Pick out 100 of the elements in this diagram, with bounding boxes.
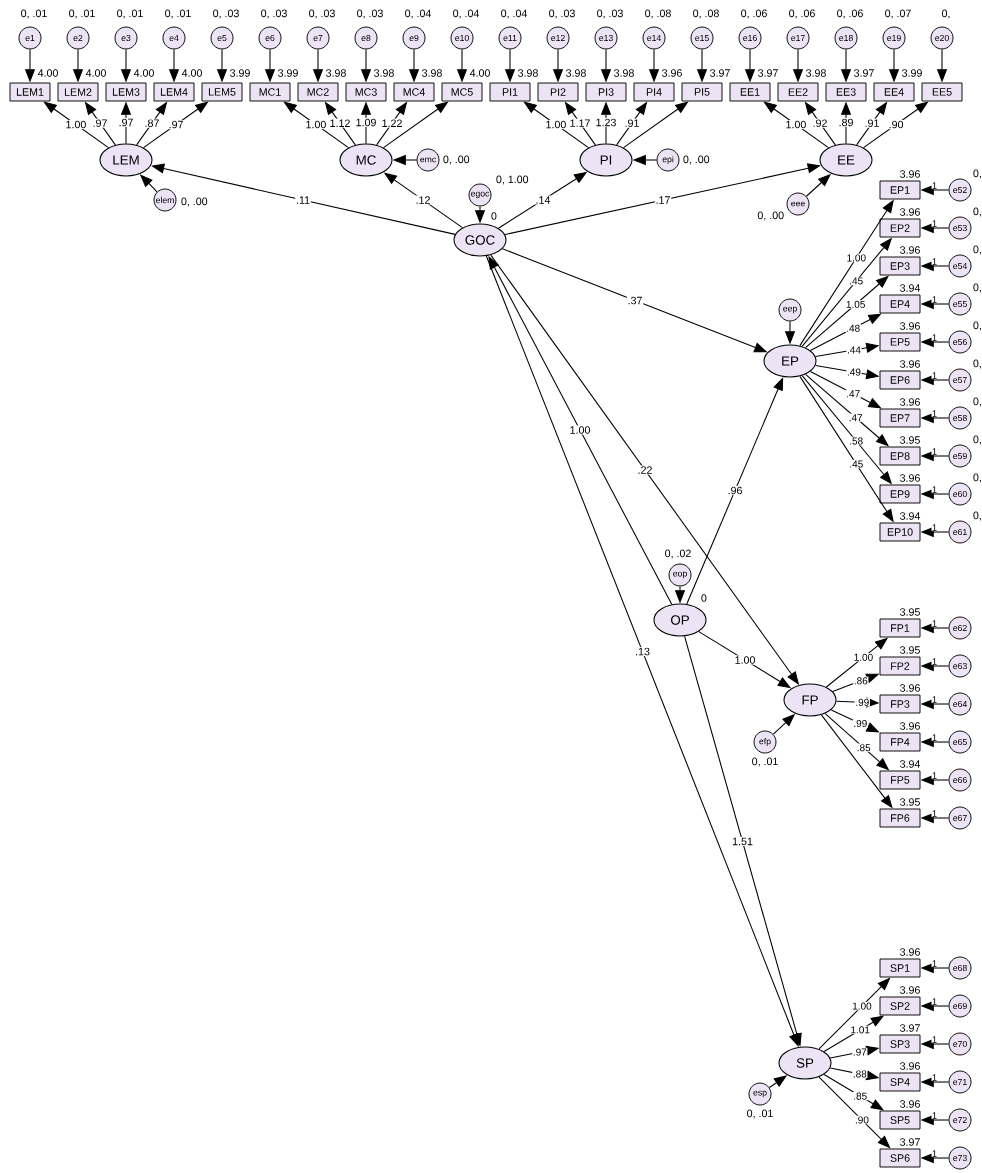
edge-label: .87 bbox=[145, 119, 159, 127]
estimate-label: 0, .03 bbox=[261, 9, 287, 19]
indicator-box: FP4 bbox=[879, 732, 921, 752]
estimate-label: 0, bbox=[973, 359, 981, 369]
indicator-box: EE1 bbox=[729, 82, 771, 102]
indicator-box: EP7 bbox=[879, 408, 921, 428]
estimate-label: 3.96 bbox=[900, 1100, 920, 1108]
estimate-label: 3.98 bbox=[422, 69, 442, 77]
estimate-label: 4.00 bbox=[181, 69, 202, 77]
estimate-label: 3.96 bbox=[900, 474, 920, 482]
edge-label: .91 bbox=[865, 119, 879, 127]
estimate-label: 3.95 bbox=[900, 798, 920, 806]
estimate-label: 0, .03 bbox=[357, 9, 383, 19]
edge-label: 1.05 bbox=[846, 300, 865, 308]
indicator-box: MC5 bbox=[441, 82, 483, 102]
indicator-box: LEM2 bbox=[57, 82, 99, 102]
indicator-box: EP1 bbox=[879, 180, 921, 200]
edge-label: 1 bbox=[932, 448, 937, 455]
estimate-label: 3.98 bbox=[326, 69, 346, 77]
edge-label: .47 bbox=[847, 390, 860, 398]
estimate-label: 0, .08 bbox=[693, 9, 719, 19]
estimate-label: 3.97 bbox=[900, 1024, 920, 1032]
edge-label: 1.00 bbox=[66, 120, 86, 129]
estimate-label: 0, .06 bbox=[789, 9, 815, 19]
estimate-label: 0, .01 bbox=[117, 9, 143, 19]
edge-label: .44 bbox=[847, 346, 861, 354]
edge-label: 1 bbox=[932, 696, 937, 703]
edge-label: 1.00 bbox=[786, 120, 806, 129]
indicator-box: FP5 bbox=[879, 770, 921, 790]
indicator-box: LEM5 bbox=[201, 82, 243, 102]
edge-label: .45 bbox=[850, 277, 863, 285]
estimate-label: 0, .00 bbox=[683, 155, 710, 165]
estimate-label: 3.96 bbox=[662, 69, 682, 77]
indicator-box: FP2 bbox=[879, 656, 921, 676]
edge-label: 1 bbox=[932, 1112, 937, 1119]
estimate-label: 0, .03 bbox=[549, 9, 575, 19]
estimate-label: 0, bbox=[973, 207, 981, 217]
indicator-box: LEM4 bbox=[153, 82, 195, 102]
edge-label: .14 bbox=[536, 196, 551, 204]
edge-label: 1.12 bbox=[330, 119, 350, 127]
indicator-box: PI5 bbox=[681, 82, 723, 102]
estimate-label: 0, bbox=[942, 9, 950, 19]
indicator-box: MC2 bbox=[297, 82, 339, 102]
edge-label: .99 bbox=[854, 719, 867, 728]
indicator-box: EE3 bbox=[825, 82, 867, 102]
edge-label: .49 bbox=[847, 368, 861, 376]
edge-label: 1 bbox=[932, 220, 937, 227]
estimate-label: 0, .04 bbox=[453, 9, 480, 19]
edge-label: .97 bbox=[853, 1048, 867, 1056]
estimate-label: 0, .01 bbox=[752, 757, 778, 767]
estimate-label: 3.94 bbox=[900, 512, 921, 520]
estimate-label: 3.98 bbox=[518, 69, 538, 77]
estimate-label: 3.96 bbox=[900, 170, 920, 178]
edge-label: 1 bbox=[932, 1150, 937, 1157]
edge-label: 1 bbox=[932, 998, 937, 1005]
edge-label: .85 bbox=[854, 1092, 867, 1100]
edge-label: 1 bbox=[932, 410, 937, 417]
edge-label: 1.01 bbox=[851, 1026, 870, 1034]
edge-label: 1 bbox=[932, 524, 937, 531]
edge-label: .88 bbox=[853, 1070, 867, 1078]
edge-label: .97 bbox=[93, 119, 107, 127]
estimate-label: 0, .00 bbox=[757, 211, 784, 221]
estimate-label: 3.96 bbox=[900, 398, 920, 406]
indicator-box: EP4 bbox=[879, 294, 921, 314]
estimate-label: 0, .01 bbox=[21, 9, 47, 19]
indicator-box: PI2 bbox=[537, 82, 579, 102]
estimate-label: 4.00 bbox=[133, 69, 154, 77]
estimate-label: 0, 1.00 bbox=[496, 175, 529, 185]
estimate-label: 3.99 bbox=[278, 69, 298, 77]
indicator-box: FP1 bbox=[879, 618, 921, 638]
edge-label: .91 bbox=[625, 119, 639, 127]
arrow bbox=[504, 163, 821, 236]
estimate-label: 0, bbox=[973, 169, 981, 179]
arrow bbox=[151, 163, 456, 235]
edge-label: 1 bbox=[932, 772, 937, 779]
indicator-box: EE4 bbox=[873, 82, 915, 102]
estimate-label: 3.98 bbox=[566, 69, 586, 77]
edge-label: 1 bbox=[932, 960, 937, 967]
indicator-box: SP6 bbox=[879, 1148, 921, 1168]
estimate-label: 3.96 bbox=[900, 722, 920, 730]
edge-label: 1 bbox=[932, 486, 937, 493]
estimate-label: 3.96 bbox=[900, 684, 920, 692]
estimate-label: 3.96 bbox=[900, 360, 920, 368]
edge-label: 1 bbox=[932, 182, 937, 189]
estimate-label: 4.00 bbox=[469, 69, 490, 77]
estimate-label: 0, .04 bbox=[501, 9, 528, 19]
estimate-label: 0 bbox=[491, 212, 497, 220]
edge-label: 1 bbox=[932, 1036, 937, 1043]
estimate-label: 3.98 bbox=[614, 69, 634, 77]
indicator-box: PI3 bbox=[585, 82, 627, 102]
estimate-label: 0, .02 bbox=[665, 549, 691, 559]
indicator-box: SP1 bbox=[879, 958, 921, 978]
edge-label: .37 bbox=[628, 296, 642, 305]
estimate-label: 3.98 bbox=[374, 69, 394, 77]
edge-label: .92 bbox=[813, 119, 827, 127]
estimate-label: 0, .08 bbox=[645, 9, 671, 19]
estimate-label: 0, bbox=[973, 283, 981, 293]
estimate-label: 3.96 bbox=[900, 208, 920, 216]
indicator-box: MC3 bbox=[345, 82, 387, 102]
indicator-box: LEM1 bbox=[9, 82, 51, 102]
